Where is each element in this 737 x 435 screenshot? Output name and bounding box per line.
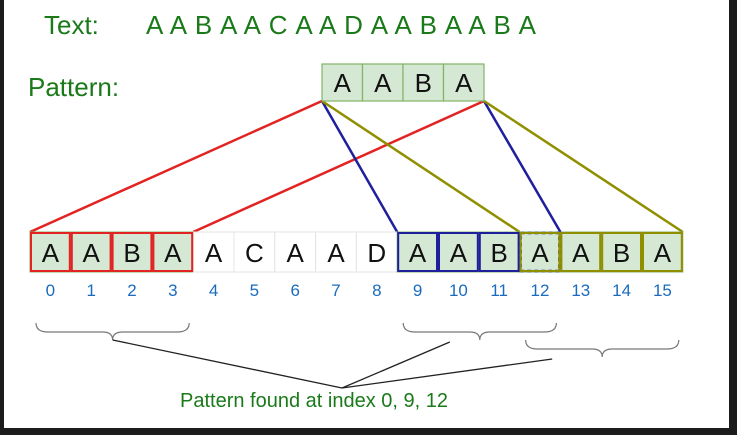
text-char: A (42, 238, 60, 268)
match-line-left (29, 99, 323, 234)
index-label: 10 (449, 281, 468, 300)
match-line-right (483, 99, 684, 234)
index-label: 1 (86, 281, 95, 300)
match-cell-border (111, 232, 153, 272)
result-pointer-line (112, 339, 343, 389)
text-char: A (654, 238, 672, 268)
text-char: A (327, 238, 345, 268)
text-char: A (409, 238, 427, 268)
text-cell (355, 231, 398, 273)
match-brace (35, 322, 190, 341)
text-cell (233, 231, 276, 273)
text-cell (559, 231, 602, 273)
result-pointer-line (341, 358, 553, 389)
text-char: A (531, 238, 549, 268)
match-lines (29, 99, 684, 234)
text-cell (192, 231, 235, 273)
text-char: B (123, 238, 140, 268)
match-cell-border (519, 232, 561, 272)
match-line-left (320, 100, 399, 233)
text-char: C (245, 238, 264, 268)
match-line-right (482, 100, 562, 233)
match-cell-border (560, 232, 602, 272)
index-label: 0 (46, 281, 55, 300)
pattern-cell (442, 63, 485, 102)
pattern-label: Pattern: (28, 72, 120, 102)
text-cell (478, 231, 521, 273)
text-cell (274, 231, 317, 273)
text-cell (600, 231, 643, 273)
match-cell-border (152, 232, 194, 272)
text-char: B (613, 238, 630, 268)
index-label: 15 (653, 281, 672, 300)
index-label: 11 (490, 281, 508, 300)
match-brace (402, 322, 557, 341)
index-label: 8 (372, 281, 381, 300)
index-label: 9 (413, 281, 422, 300)
index-label: 2 (127, 281, 136, 300)
result-pointer-line (341, 341, 451, 389)
pattern-cell (361, 63, 404, 102)
text-char: A (205, 238, 223, 268)
text-char: A (572, 238, 590, 268)
pattern-char: A (334, 68, 352, 98)
text-sequence: A A B A A C A A D A A B A A B A (146, 10, 538, 40)
match-line-left (321, 99, 521, 234)
index-label: 5 (250, 281, 259, 300)
match-cell-border (478, 232, 520, 272)
text-char: B (491, 238, 508, 268)
pattern-char: A (455, 68, 473, 98)
match-braces (35, 322, 680, 389)
match-cell-border (642, 232, 683, 272)
text-cell (437, 231, 480, 273)
text-char: A (287, 238, 305, 268)
pattern-char: A (374, 68, 392, 98)
text-char: D (367, 238, 386, 268)
match-cell-border (70, 232, 112, 272)
match-cell-border (30, 232, 71, 272)
pattern-char: B (415, 68, 432, 98)
text-char: A (83, 238, 101, 268)
index-label: 14 (612, 281, 631, 300)
result-text: Pattern found at index 0, 9, 12 (180, 390, 448, 412)
match-line-right (192, 99, 485, 234)
index-label: 7 (331, 281, 340, 300)
text-cell (151, 231, 194, 273)
text-char: A (164, 238, 182, 268)
index-label: 4 (209, 281, 218, 300)
pattern-cell (402, 63, 445, 102)
match-cell-border (397, 232, 439, 272)
index-label: 6 (290, 281, 299, 300)
text-cell (519, 231, 561, 273)
text-char: A (450, 238, 468, 268)
text-label: Text: (44, 10, 99, 40)
match-brace (525, 339, 680, 358)
index-label: 3 (168, 281, 177, 300)
index-label: 13 (571, 281, 590, 300)
match-cell-border (438, 232, 479, 272)
diagram-canvas: Text: A A B A A C A A D A A B A A B A Pa… (4, 0, 729, 428)
index-label: 12 (531, 281, 550, 300)
match-cell-border (601, 232, 643, 272)
